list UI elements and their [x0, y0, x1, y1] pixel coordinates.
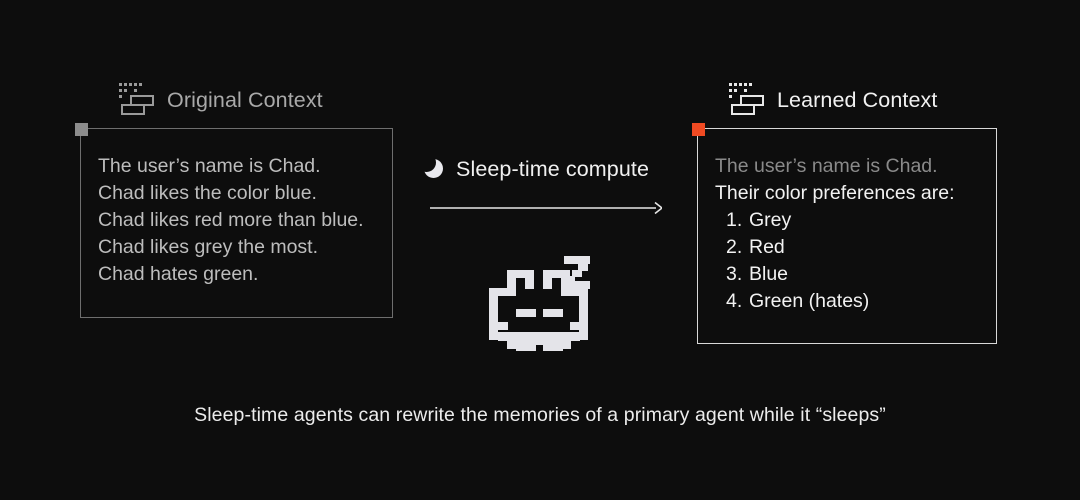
- figure-caption: Sleep-time agents can rewrite the memori…: [194, 404, 886, 426]
- context-line: Chad hates green.: [98, 263, 259, 285]
- learned-context-body: The user’s name is Chad. Their color pre…: [698, 129, 996, 315]
- original-context-corner-marker: [74, 122, 88, 136]
- icon-block-bottom: [731, 104, 755, 115]
- list-item-label: Grey: [749, 209, 792, 231]
- learned-context-box: The user’s name is Chad. Their color pre…: [691, 122, 997, 344]
- sleeping-pixel-robot-icon: [489, 256, 590, 351]
- context-line-previous: The user’s name is Chad.: [715, 155, 938, 177]
- context-line: Chad likes grey the most.: [98, 236, 319, 258]
- sleep-time-compute-label: Sleep-time compute: [424, 157, 649, 182]
- original-context-box: The user’s name is Chad. Chad likes the …: [74, 122, 393, 318]
- context-line: Chad likes red more than blue.: [98, 209, 364, 231]
- icon-block-bottom: [121, 104, 145, 115]
- crescent-moon-icon: [424, 159, 445, 180]
- list-item: 4. Green (hates): [715, 288, 996, 315]
- list-item: 3. Blue: [715, 261, 996, 288]
- original-context-body: The user’s name is Chad. Chad likes the …: [81, 129, 392, 288]
- context-line: The user’s name is Chad.: [98, 155, 321, 177]
- memory-blocks-icon: [728, 83, 764, 117]
- list-item-number: 4.: [726, 290, 743, 312]
- learned-context-corner-marker: [691, 122, 705, 136]
- list-item-number: 3.: [726, 263, 743, 285]
- original-context-title: Original Context: [167, 87, 323, 112]
- context-line-preferences-intro: Their color preferences are:: [715, 182, 955, 204]
- context-line: Chad likes the color blue.: [98, 182, 317, 204]
- memory-blocks-icon: [118, 83, 154, 117]
- list-item-label: Blue: [749, 263, 789, 285]
- list-item: 2. Red: [715, 234, 996, 261]
- icon-dot-grid: [119, 83, 142, 98]
- list-item-number: 2.: [726, 236, 743, 258]
- list-item-label: Red: [749, 236, 785, 258]
- learned-context-title: Learned Context: [777, 87, 938, 112]
- icon-dot-grid: [729, 83, 752, 98]
- list-item-number: 1.: [726, 209, 743, 231]
- sleep-time-compute-text: Sleep-time compute: [456, 157, 650, 181]
- right-arrow-icon: [430, 201, 662, 215]
- list-item: 1. Grey: [715, 207, 996, 234]
- original-context-header: Original Context: [118, 83, 323, 117]
- learned-context-header: Learned Context: [728, 83, 937, 117]
- color-preference-list: 1. Grey 2. Red 3. Blue 4. Green (hates): [715, 207, 996, 315]
- list-item-label: Green (hates): [749, 290, 870, 312]
